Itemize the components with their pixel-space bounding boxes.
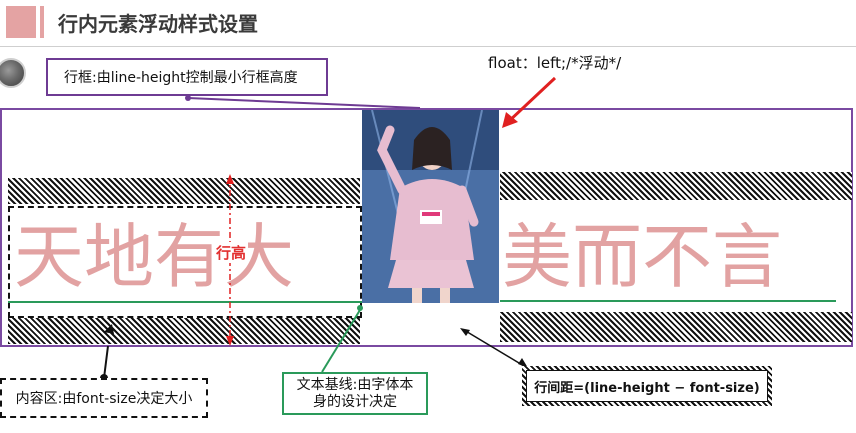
char-right-4: 言	[712, 216, 782, 298]
leading-top-right	[500, 172, 852, 200]
char-right-3: 不	[642, 216, 712, 298]
line-box-connector	[187, 97, 421, 109]
content-area-left	[8, 206, 362, 318]
float-note: float：left;/*浮动*/	[488, 54, 622, 72]
char-right-1: 美	[502, 216, 572, 298]
leading-text: 行间距=(line-height − font-size)	[534, 380, 760, 396]
char-right-2: 而	[572, 216, 642, 298]
baseline-tag: 文本基线:由字体本 身的设计决定	[282, 372, 428, 415]
header-divider	[0, 46, 856, 47]
line-box-label: 行框:由line-height控制最小行框高度	[46, 58, 328, 96]
char-left-1: 天	[14, 216, 84, 298]
leading-tag: 行间距=(line-height − font-size)	[526, 370, 768, 402]
big-text-right: 美 而 不 言	[502, 222, 852, 292]
char-left-3: 有	[154, 216, 224, 298]
title-accent-block	[6, 6, 36, 38]
content-area-text: 内容区:由font-size决定大小	[15, 391, 193, 407]
char-left-2: 地	[84, 216, 154, 298]
content-area-connector	[103, 345, 109, 379]
baseline-connector	[321, 309, 361, 373]
red-arrow-icon	[506, 76, 557, 124]
baseline-text-2: 身的设计决定	[313, 393, 397, 410]
baseline-text-1: 文本基线:由字体本	[296, 376, 414, 393]
leading-bottom-right	[500, 312, 852, 342]
leading-top-left	[8, 178, 360, 204]
photo-illustration	[362, 110, 499, 303]
line-box-frame	[0, 108, 853, 347]
page-title: 行内元素浮动样式设置	[58, 12, 258, 36]
floated-photo	[362, 110, 499, 303]
big-text-left: 天 地 有 大	[14, 222, 364, 292]
leading-bottom-left	[8, 318, 360, 344]
bullet-circle-icon	[0, 58, 26, 88]
leading-connector	[463, 329, 525, 367]
line-height-label: 行高	[214, 242, 249, 263]
title-accent-bar	[40, 6, 44, 38]
line-box-text: 行框:由line-height控制最小行框高度	[64, 70, 298, 86]
content-area-tag: 内容区:由font-size决定大小	[0, 378, 208, 418]
